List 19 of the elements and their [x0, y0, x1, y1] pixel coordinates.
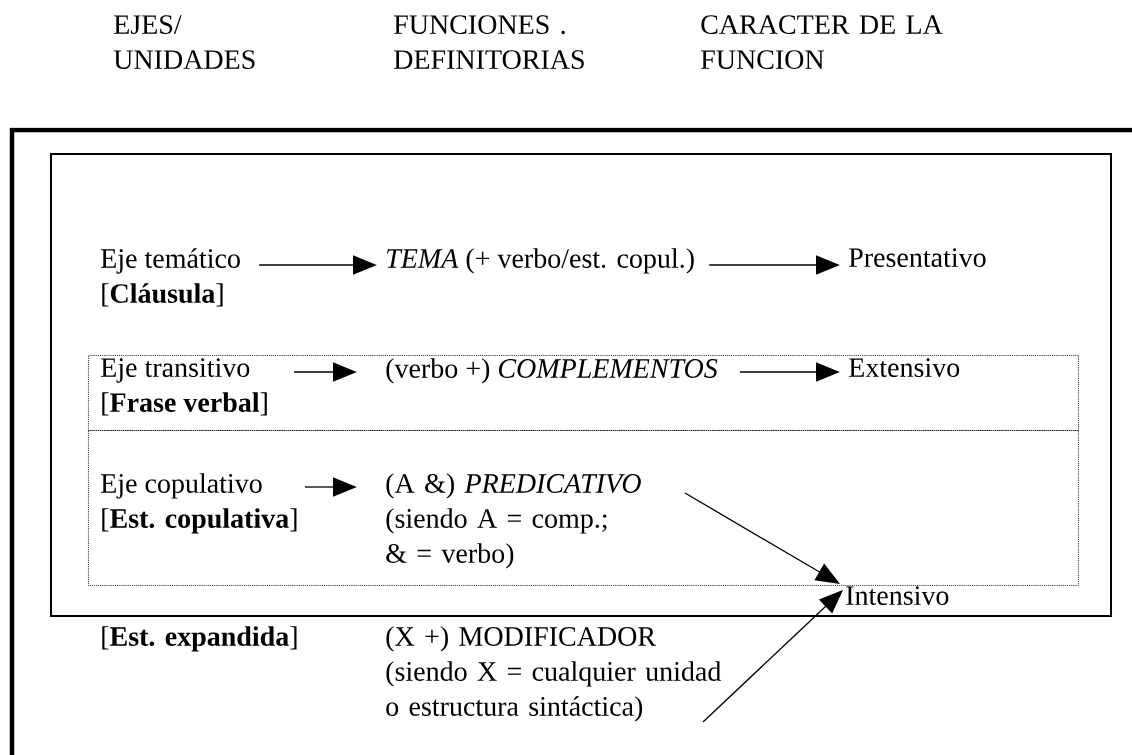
axis-label: Eje copulativo [Est. copulativa] [101, 473, 297, 534]
character-label: Presentativo [849, 248, 986, 267]
column-header: FUNCIONES . DEFINITORIAS [394, 15, 584, 69]
function-label: (X +) MODIFICADOR (siendo X = cualquier unidad o estructura sintáctica) [386, 626, 722, 722]
arrow [702, 590, 843, 723]
character-label: Extensivo [849, 358, 960, 377]
dotted-box [88, 355, 1079, 431]
axis-label: [Est. expandida] [102, 626, 297, 652]
column-header: EJES/ UNIDADES [113, 15, 255, 69]
function-label: (verbo +) COMPLEMENTOS [386, 358, 718, 384]
arrow [684, 492, 840, 584]
axis-label: Eje temático [Cláusula] [101, 248, 240, 307]
function-label: (A &) PREDICATIVO (siendo A = comp.; & = verbo) [386, 473, 641, 569]
dotted-box [88, 430, 1079, 586]
character-label: Intensivo [846, 586, 949, 605]
column-header: CARACTER DE LA FUNCION [701, 15, 943, 69]
frame-box [50, 153, 1112, 617]
axis-label: Eje transitivo [Frase verbal] [101, 358, 267, 416]
function-label: TEMA (+ verbo/est. copul.) [387, 248, 694, 274]
